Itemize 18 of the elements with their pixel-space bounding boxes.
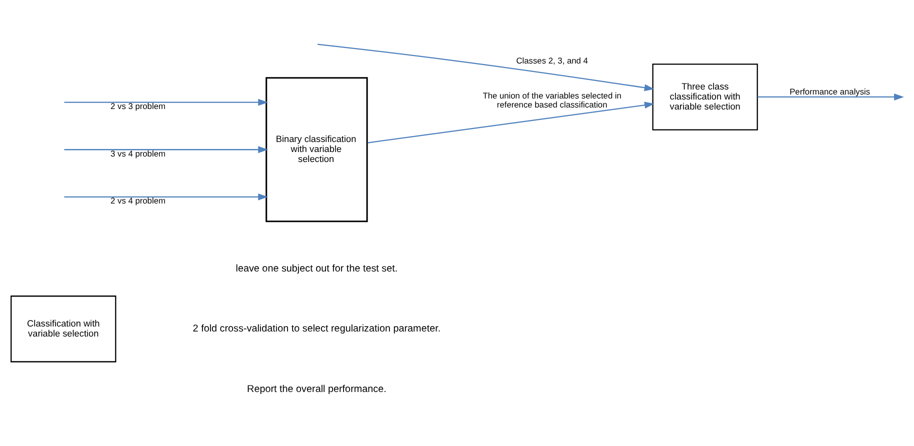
label: Report the overall performance. xyxy=(247,383,386,394)
edge-label: 3 vs 4 problem xyxy=(110,148,166,158)
node-box: Three class classification with variable selection xyxy=(652,63,758,130)
arrow xyxy=(64,146,268,153)
arrow xyxy=(64,192,268,200)
label: leave one subject out for the test set. xyxy=(236,262,398,274)
edge-label: The union of the variables selected in reference based classification xyxy=(482,90,622,110)
arrow xyxy=(317,43,654,91)
edge-label: 2 vs 3 problem xyxy=(110,100,166,111)
edge-label: 2 vs 4 problem xyxy=(110,195,166,206)
edge-label: Performance analysis xyxy=(790,86,870,96)
arrow xyxy=(368,101,654,143)
arrow xyxy=(757,93,904,100)
label: 2 fold cross-validation to select regularization parameter. xyxy=(192,323,441,334)
node-box: Classification with variable selection xyxy=(10,295,116,362)
edge-label: Classes 2, 3, and 4 xyxy=(516,54,588,65)
node-box: Binary classification with variable selection xyxy=(266,76,368,222)
arrow xyxy=(64,98,268,106)
